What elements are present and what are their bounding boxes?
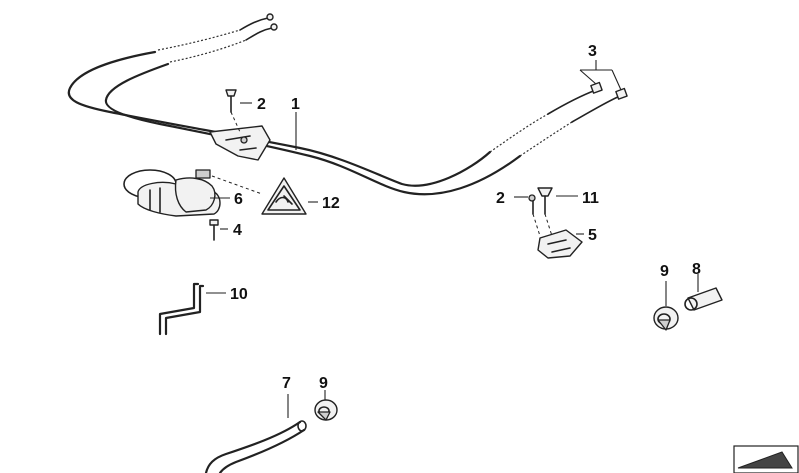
callout-9-bottom: 9 [319,375,328,392]
grommet-right [653,306,679,331]
leader-lines [206,60,699,418]
callout-2-upper: 2 [257,96,266,113]
cable-assembly [67,13,621,196]
catalog-corner-icon [733,445,799,473]
callout-1: 1 [291,96,300,113]
callout-5: 5 [588,227,597,244]
grommet-bottom [314,399,338,421]
hose-right [684,287,723,311]
callout-9-right: 9 [660,263,669,280]
callout-3: 3 [588,43,597,60]
callout-8: 8 [692,261,701,278]
callout-4: 4 [233,222,242,239]
callout-7: 7 [282,375,291,392]
callout-6: 6 [234,191,243,208]
callout-11: 11 [582,190,599,207]
bolt [209,219,219,241]
screw-right [528,187,553,237]
crank-handle [158,282,205,336]
callout-labels: 1 2 3 2 11 5 6 4 12 10 9 8 7 9 [230,43,701,392]
hand-warning-triangle-icon [261,177,307,215]
callout-10: 10 [230,286,248,303]
hose-bottom [204,420,307,473]
cable-end-clips [590,81,628,100]
cable-holder [537,229,583,259]
callout-12: 12 [322,195,340,212]
callout-2-right: 2 [496,190,505,207]
drive-motor [123,169,263,217]
screw-upper [225,89,241,133]
